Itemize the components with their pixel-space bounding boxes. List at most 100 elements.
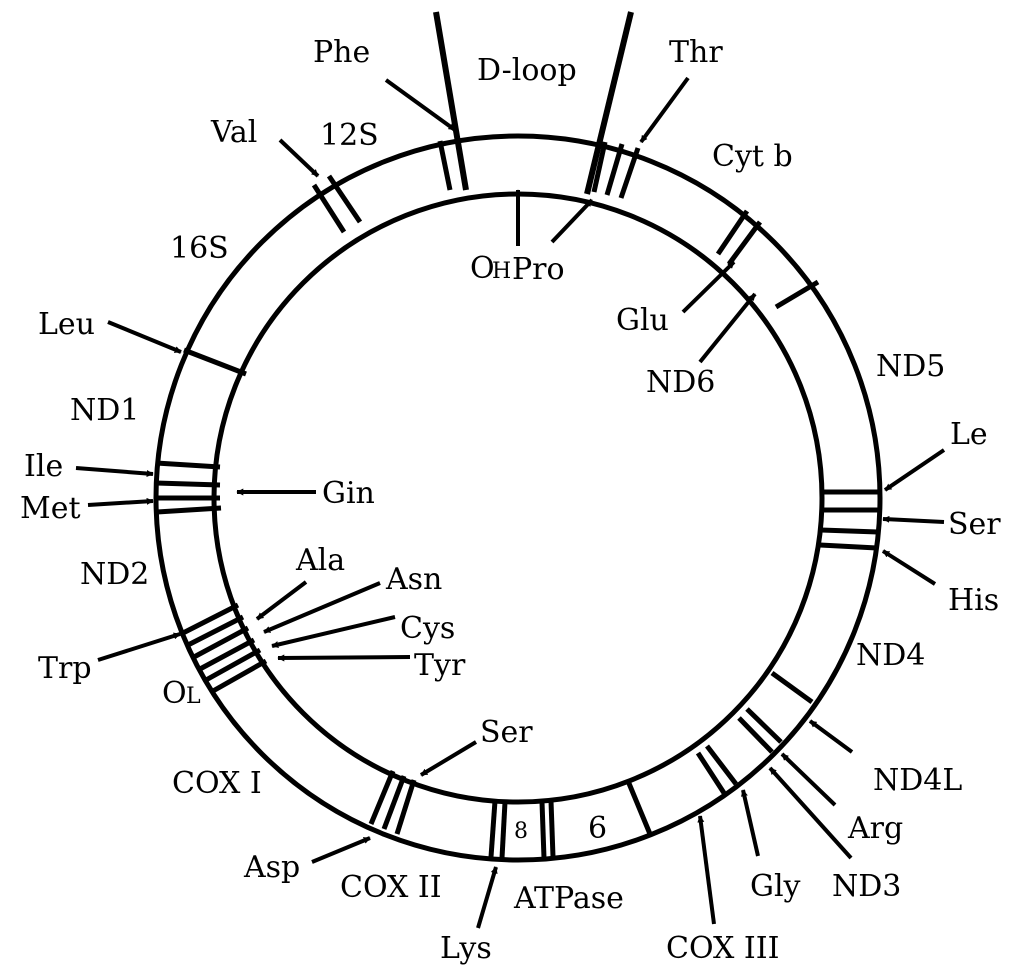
- label-lys: Lys: [440, 931, 492, 966]
- labels: Phe D-loop Thr Val 12S Cyt b 16S O H Pro…: [20, 35, 1001, 966]
- arrow-nd6: [698, 292, 757, 364]
- label-nd5: ND5: [876, 349, 945, 384]
- label-ser-right: Ser: [948, 507, 1001, 542]
- label-cyt-b: Cyt b: [712, 139, 793, 174]
- boundary-thr-b: [604, 143, 625, 196]
- label-phe: Phe: [313, 35, 370, 70]
- boundary-atp8-atp6-b: [548, 800, 556, 858]
- arrow-ser-bottom: [419, 740, 478, 777]
- boundary-lys-b: [499, 801, 508, 859]
- boundary-cox3: [625, 780, 653, 835]
- label-arg: Arg: [847, 811, 903, 846]
- label-oh: O: [470, 251, 495, 286]
- arrow-arg: [780, 752, 837, 807]
- arrow-lys: [476, 866, 498, 929]
- arrow-cox3: [697, 815, 716, 925]
- label-asn: Asn: [385, 562, 442, 597]
- label-met: Met: [20, 491, 81, 526]
- arrow-ala: [255, 580, 308, 621]
- label-val: Val: [210, 115, 257, 150]
- boundary-phe: [437, 140, 453, 191]
- arrow-thr: [639, 76, 690, 144]
- label-ser-bottom: Ser: [480, 715, 533, 750]
- boundary-glu-a: [715, 209, 750, 256]
- label-thr: Thr: [669, 35, 723, 70]
- label-atpase: ATPase: [513, 881, 624, 916]
- arrow-his: [881, 549, 937, 586]
- d-loop-left-ray: [433, 11, 469, 191]
- label-nd1: ND1: [70, 393, 139, 428]
- arrow-nd3: [768, 766, 853, 860]
- label-pro: Pro: [512, 252, 565, 287]
- label-ol-sub: L: [186, 684, 201, 709]
- label-16s: 16S: [170, 231, 229, 266]
- arrow-le: [883, 448, 946, 492]
- label-his: His: [948, 583, 999, 618]
- boundary-lys-a: [488, 800, 498, 858]
- boundary-leu: [183, 347, 247, 377]
- arrow-met: [87, 497, 154, 507]
- arrow-ser-right: [882, 515, 945, 524]
- arrows: [75, 76, 946, 929]
- boundary-ol: [198, 637, 256, 672]
- label-cox1: COX I: [172, 766, 262, 801]
- arrow-nd4l: [808, 719, 854, 754]
- label-leu: Leu: [38, 307, 95, 342]
- arrow-trp: [97, 632, 181, 662]
- arrow-asn: [263, 581, 381, 634]
- arrow-tyr: [277, 654, 411, 662]
- arrow-leu: [107, 320, 182, 354]
- label-cys: Cys: [400, 611, 455, 646]
- boundary-his-b: [819, 542, 878, 551]
- boundary-nd6-nd5: [774, 279, 820, 310]
- boundary-tyr: [211, 658, 268, 694]
- boundary-gly-a: [705, 744, 738, 786]
- boundary-his-a: [820, 527, 879, 535]
- label-12s: 12S: [320, 118, 379, 153]
- boundary-val-b: [326, 174, 363, 224]
- boundary-glu-b: [726, 220, 763, 266]
- label-glu: Glu: [616, 303, 669, 338]
- gene-boundaries: [155, 140, 880, 859]
- boundary-ala: [186, 614, 245, 648]
- boundary-thr-c: [618, 147, 641, 199]
- label-oh-sub: H: [492, 259, 511, 284]
- boundary-met-b: [156, 505, 222, 515]
- arrow-glu: [681, 260, 736, 314]
- arrow-cys: [271, 615, 396, 648]
- label-ile: Ile: [24, 449, 63, 484]
- arrow-asp: [311, 836, 371, 864]
- boundary-gln: [155, 480, 221, 488]
- label-nd2: ND2: [80, 557, 149, 592]
- boundary-thr-a: [591, 141, 608, 193]
- label-trp: Trp: [38, 651, 92, 686]
- boundary-trp: [181, 602, 240, 636]
- label-ala: Ala: [295, 543, 345, 578]
- label-ol: O: [162, 676, 187, 711]
- label-nd4l: ND4L: [873, 763, 962, 798]
- label-gln: Gin: [322, 476, 375, 511]
- label-asp: Asp: [243, 850, 300, 885]
- label-le: Le: [950, 417, 988, 452]
- label-nd4: ND4: [856, 638, 925, 673]
- arrow-pro: [550, 198, 594, 244]
- arrow-gly: [740, 789, 760, 857]
- label-nd3: ND3: [832, 869, 901, 904]
- boundary-atp8-atp6-a: [539, 801, 547, 859]
- label-cox2: COX II: [340, 870, 442, 905]
- arrow-ile: [75, 466, 154, 477]
- arrow-val: [278, 138, 320, 178]
- boundary-asn: [192, 625, 250, 660]
- boundary-arg-nd3: [737, 716, 774, 754]
- boundary-nd4l-arg: [745, 707, 783, 744]
- label-nd6: ND6: [646, 365, 715, 400]
- boundary-ser-bottom-b: [381, 775, 407, 830]
- boundary-nd4-nd4l: [770, 670, 814, 705]
- label-atp8: 8: [514, 819, 528, 844]
- label-atp6: 6: [588, 811, 607, 846]
- boundary-ser-bottom-a: [368, 770, 396, 825]
- arrow-phe: [384, 78, 457, 132]
- boundary-val-a: [311, 183, 347, 234]
- label-tyr: Tyr: [414, 648, 466, 683]
